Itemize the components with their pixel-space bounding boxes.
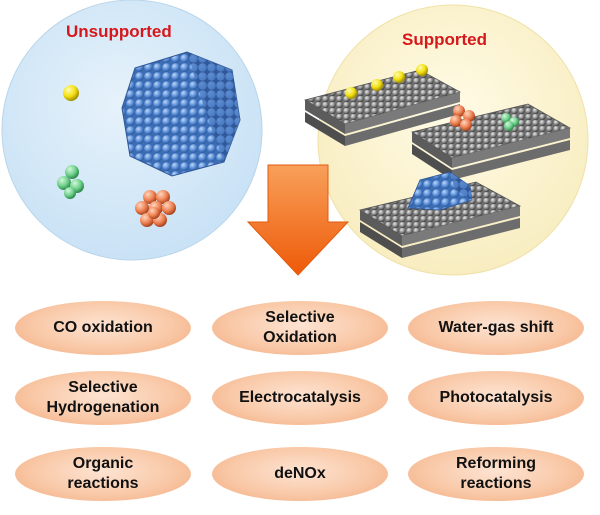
down-arrow — [246, 164, 350, 276]
support-layer-bottom — [358, 171, 522, 258]
gold-atom — [63, 85, 79, 101]
reaction-photocatalysis: Photocatalysis — [408, 371, 584, 425]
reaction-organic-reactions: Organic reactions — [15, 447, 191, 501]
reaction-selective-hydrogenation: Selective Hydrogenation — [15, 371, 191, 425]
reaction-denox: deNOx — [212, 447, 388, 501]
reaction-water-gas-shift: Water-gas shift — [408, 301, 584, 355]
supported-label: Supported — [402, 30, 487, 49]
reaction-co-oxidation: CO oxidation — [15, 301, 191, 355]
support-layer-middle — [411, 103, 572, 180]
reaction-reforming-reactions: Reforming reactions — [408, 447, 584, 501]
blue-nanocrystal — [121, 51, 241, 177]
reaction-electrocatalysis: Electrocatalysis — [212, 371, 388, 425]
reaction-selective-oxidation: Selective Oxidation — [212, 301, 388, 355]
unsupported-label: Unsupported — [66, 22, 172, 41]
copper-cluster — [135, 190, 176, 227]
support-layer-top — [303, 64, 462, 146]
green-cluster — [57, 165, 84, 199]
